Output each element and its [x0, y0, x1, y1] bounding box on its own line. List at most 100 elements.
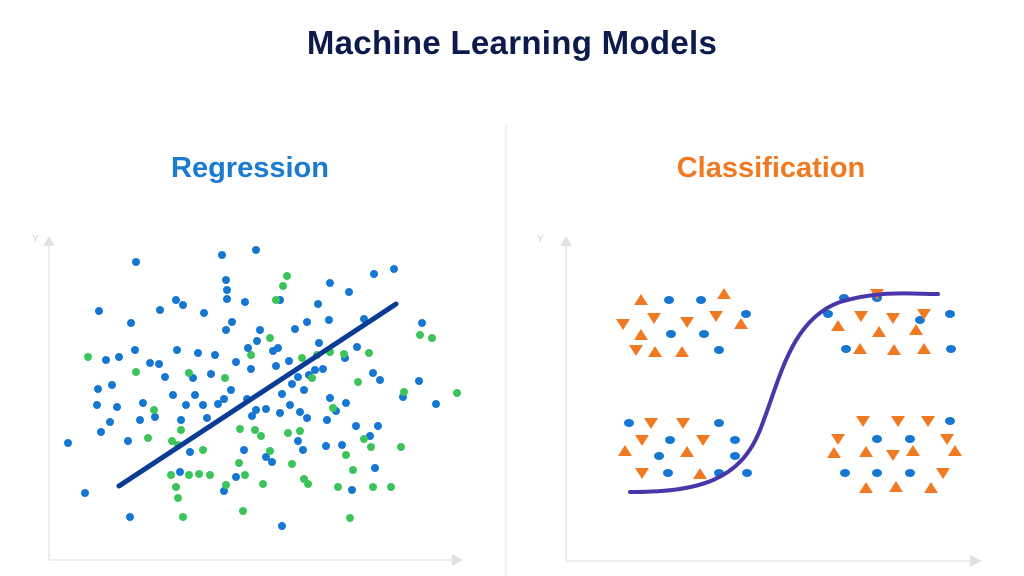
triangle-down-marker: [635, 435, 649, 446]
data-point: [256, 326, 264, 334]
data-point: [172, 296, 180, 304]
data-point: [199, 446, 207, 454]
triangle-up-marker: [872, 326, 886, 337]
sigmoid-decision-boundary: [628, 291, 940, 494]
circle-marker: [905, 469, 915, 477]
data-point: [326, 394, 334, 402]
data-point: [342, 451, 350, 459]
data-point: [199, 401, 207, 409]
classification-y-label: Y: [537, 234, 544, 245]
data-point: [182, 401, 190, 409]
circle-marker: [714, 419, 724, 427]
circle-marker: [946, 345, 956, 353]
data-point: [241, 471, 249, 479]
data-point: [235, 459, 243, 467]
data-point: [304, 480, 312, 488]
regression-line: [116, 301, 399, 489]
data-point: [132, 368, 140, 376]
triangle-down-marker: [616, 319, 630, 330]
data-point: [146, 359, 154, 367]
data-point: [195, 470, 203, 478]
classification-heading: Classification: [676, 152, 866, 184]
data-point: [348, 486, 356, 494]
data-point: [387, 483, 395, 491]
data-point: [314, 300, 322, 308]
data-point: [223, 286, 231, 294]
data-point: [285, 357, 293, 365]
regression-axes: Y: [32, 234, 463, 566]
data-point: [156, 306, 164, 314]
triangle-down-marker: [921, 416, 935, 427]
data-point: [200, 309, 208, 317]
data-point: [211, 351, 219, 359]
data-point: [94, 385, 102, 393]
data-point: [228, 318, 236, 326]
triangle-up-marker: [827, 447, 841, 458]
circle-marker: [741, 310, 751, 318]
data-point: [177, 426, 185, 434]
triangle-up-marker: [734, 318, 748, 329]
data-point: [353, 343, 361, 351]
data-point: [322, 442, 330, 450]
data-point: [161, 373, 169, 381]
triangle-down-marker: [644, 418, 658, 429]
data-point: [370, 270, 378, 278]
data-point: [268, 458, 276, 466]
circle-marker: [823, 310, 833, 318]
circle-marker: [730, 452, 740, 460]
data-point: [232, 358, 240, 366]
data-point: [218, 251, 226, 259]
triangle-down-marker: [831, 434, 845, 445]
data-point: [349, 466, 357, 474]
data-point: [108, 381, 116, 389]
triangle-up-marker: [693, 468, 707, 479]
data-point: [266, 447, 274, 455]
data-point: [308, 374, 316, 382]
data-point: [272, 362, 280, 370]
data-point: [262, 405, 270, 413]
data-point: [428, 334, 436, 342]
triangle-up-marker: [889, 481, 903, 492]
circle-marker: [696, 296, 706, 304]
circle-marker: [664, 296, 674, 304]
data-point: [207, 370, 215, 378]
circle-marker: [742, 469, 752, 477]
data-point: [131, 346, 139, 354]
data-point: [64, 439, 72, 447]
triangle-up-marker: [887, 344, 901, 355]
triangle-down-marker: [856, 416, 870, 427]
data-point: [251, 426, 259, 434]
data-point: [371, 464, 379, 472]
triangle-up-marker: [675, 346, 689, 357]
triangle-up-marker: [909, 324, 923, 335]
triangle-up-marker: [853, 343, 867, 354]
data-point: [400, 388, 408, 396]
data-point: [432, 400, 440, 408]
data-point: [155, 360, 163, 368]
data-point: [367, 443, 375, 451]
triangle-down-marker: [635, 468, 649, 479]
y-axis-arrow-icon: [43, 236, 55, 246]
triangle-down-marker: [886, 313, 900, 324]
data-point: [176, 468, 184, 476]
data-point: [151, 413, 159, 421]
data-point: [397, 443, 405, 451]
data-point: [84, 353, 92, 361]
circle-marker: [666, 330, 676, 338]
triangle-up-marker: [924, 482, 938, 493]
data-point: [325, 316, 333, 324]
data-point: [291, 325, 299, 333]
triangle-down-marker: [696, 435, 710, 446]
circle-marker: [945, 310, 955, 318]
data-point: [177, 416, 185, 424]
triangle-up-marker: [648, 346, 662, 357]
data-point: [323, 416, 331, 424]
triangle-down-marker: [709, 311, 723, 322]
data-point: [319, 365, 327, 373]
circle-marker: [872, 469, 882, 477]
data-point: [342, 399, 350, 407]
data-point: [303, 318, 311, 326]
triangle-up-marker: [948, 445, 962, 456]
data-point: [127, 319, 135, 327]
data-point: [172, 483, 180, 491]
